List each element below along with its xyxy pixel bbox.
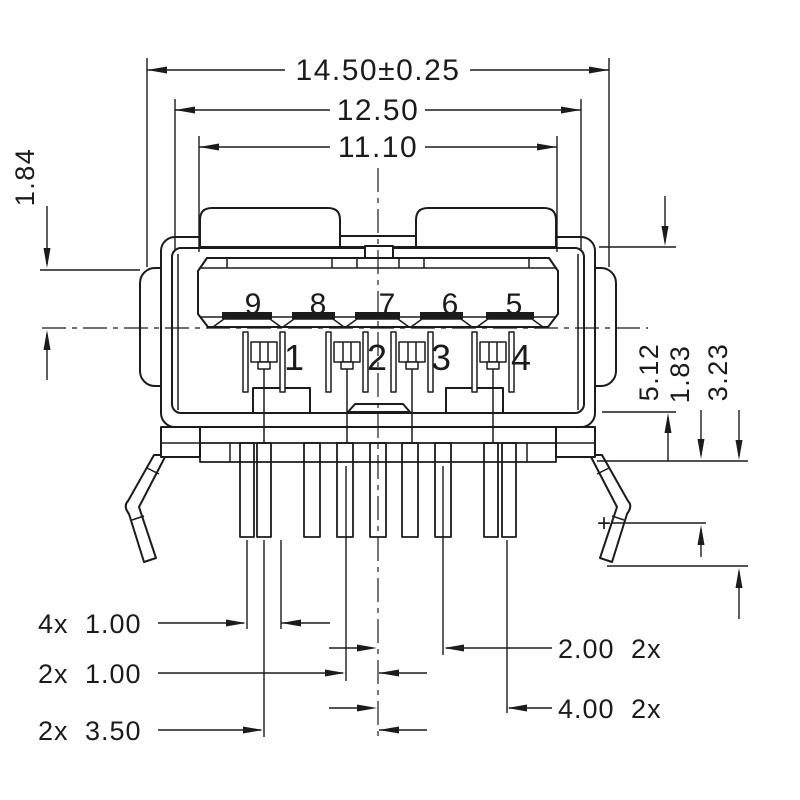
- dim-height: 5.12: [599, 196, 676, 461]
- dim-left-offset: 1.84: [10, 148, 140, 380]
- dim-pitch-4x: 4x 1.00: [38, 609, 330, 639]
- top-latch-right: [415, 207, 557, 248]
- right-leg-tick-1: [596, 467, 610, 475]
- left-leg-tick-1: [146, 467, 160, 475]
- arrowhead: [357, 644, 377, 652]
- pin-label-1: 1: [284, 337, 304, 378]
- arrowhead: [226, 619, 246, 627]
- pin-label-8: 8: [310, 288, 327, 321]
- dim-text-opening: 11.10: [338, 131, 418, 164]
- pin-label-7: 7: [379, 288, 396, 321]
- pin-label-2: 2: [367, 337, 387, 378]
- dim-text-standoff: 1.83: [665, 345, 695, 404]
- pin-label-6: 6: [442, 288, 459, 321]
- dim-text-pitch4: 4x 1.00: [38, 609, 142, 639]
- bend-center-marker: +: [597, 510, 611, 537]
- right-leg-tick-2: [611, 515, 625, 521]
- arrowhead: [243, 726, 263, 734]
- dim-text-left-offset: 1.84: [10, 148, 40, 207]
- arrowhead: [735, 568, 743, 588]
- pin-label-5: 5: [506, 288, 523, 321]
- arrowhead: [357, 704, 377, 712]
- dim-pitch-2x: 2x 1.00: [38, 659, 427, 689]
- dim-text-ss-span: 4.00 2x: [558, 694, 662, 724]
- contact-unit-4: [471, 331, 515, 443]
- dim-text-height: 5.12: [634, 343, 664, 402]
- dim-text-leg-depth: 3.23: [703, 343, 733, 402]
- dim-text-ss-pitch: 2.00 2x: [558, 634, 662, 664]
- left-mount-leg: [124, 454, 167, 563]
- arrowhead: [697, 525, 705, 545]
- dim-ss-span: 4.00 2x: [329, 694, 662, 724]
- arrowhead: [444, 644, 464, 652]
- pin-label-3: 3: [431, 337, 451, 378]
- dim-opening-width: 11.10: [198, 131, 558, 252]
- bottom-extension-lines: [246, 466, 508, 737]
- arrowhead: [697, 439, 705, 459]
- contact-unit-1: [242, 331, 286, 443]
- contact-unit-3: [390, 331, 434, 443]
- arrowhead: [507, 704, 527, 712]
- arrowhead: [664, 413, 672, 433]
- dim-text-pitch2: 2x 1.00: [38, 659, 142, 689]
- dim-text-span350: 2x 3.50: [38, 716, 142, 746]
- arrowhead: [537, 143, 557, 151]
- dim-leg-depth: 3.23: [607, 343, 748, 619]
- contact-unit-2: [325, 331, 369, 443]
- pin-label-9: 9: [245, 288, 262, 321]
- through-pins: [239, 442, 517, 538]
- arrowhead: [175, 106, 195, 114]
- arrowhead: [43, 248, 51, 268]
- top-latch-left: [199, 207, 341, 248]
- right-mount-leg: [589, 454, 632, 563]
- dim-shell-width: 12.50: [174, 94, 582, 250]
- arrowhead: [147, 66, 167, 74]
- dim-overall-width: 14.50±0.25: [146, 54, 610, 267]
- arrowhead: [199, 143, 219, 151]
- center-base-bump: [347, 403, 411, 413]
- tongue-groove-ticks: [226, 258, 530, 268]
- arrowhead: [43, 330, 51, 350]
- upper-contact-bars: [222, 312, 534, 319]
- right-wing-foot: [555, 426, 596, 458]
- dim-text-shell: 12.50: [337, 94, 420, 127]
- arrowhead: [735, 440, 743, 460]
- dim-standoff: 1.83: [597, 345, 748, 557]
- pin-label-4: 4: [511, 337, 531, 378]
- left-leg-tick-2: [131, 515, 145, 521]
- dim-text-overall: 14.50±0.25: [296, 54, 461, 87]
- pin-labels: 9 8 7 6 5 1 2 3 4: [245, 288, 531, 378]
- arrowhead: [661, 226, 669, 246]
- left-wing-foot: [160, 426, 201, 458]
- arrowhead: [589, 66, 609, 74]
- dim-span-350: 2x 3.50: [38, 716, 427, 746]
- dim-ss-pitch: 2.00 2x: [329, 634, 662, 664]
- arrowhead: [325, 669, 345, 677]
- arrowhead: [561, 106, 581, 114]
